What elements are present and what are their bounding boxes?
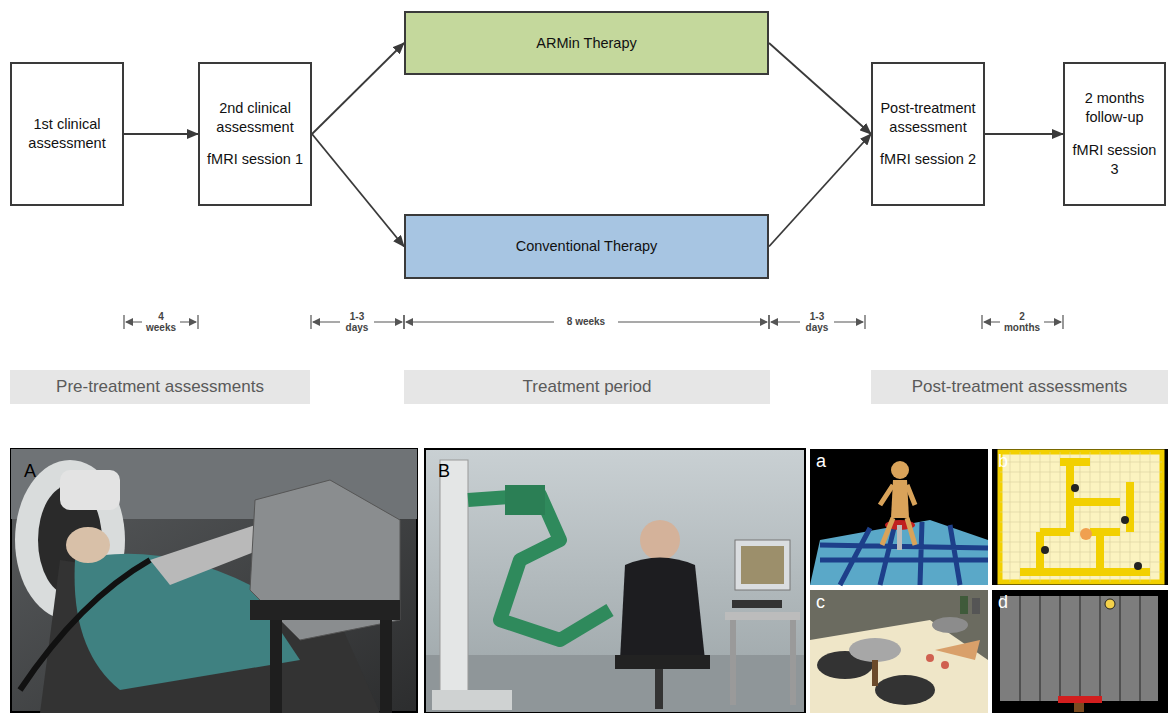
assessment-box: Post-treatment assessment fMRI session 2 — [871, 62, 985, 206]
flow-arrow — [985, 133, 1063, 135]
panel-letter: a — [816, 452, 826, 470]
flow-arrow — [312, 43, 404, 134]
therapy-box: Conventional Therapy — [404, 214, 769, 279]
panel-letter: d — [998, 593, 1008, 611]
duration-label: 2 months — [1000, 311, 1044, 334]
panel-letter: A — [24, 462, 36, 480]
node-title: Treatment period — [523, 377, 652, 397]
phase-band: Pre-treatment assessments — [10, 370, 310, 404]
node-title: 2 months follow-up — [1069, 89, 1160, 127]
panel-letter: B — [438, 462, 450, 480]
assessment-box: 1st clinical assessment — [10, 62, 124, 206]
therapy-box: ARMin Therapy — [404, 11, 769, 75]
ball-game — [992, 590, 1168, 713]
armin-photo — [425, 449, 805, 712]
node-title: Post-treatment assessment — [877, 99, 979, 137]
panel-letter: b — [998, 452, 1008, 470]
node-title: Pre-treatment assessments — [56, 377, 264, 397]
phase-band: Treatment period — [404, 370, 770, 404]
node-title: Conventional Therapy — [516, 237, 658, 256]
fmri-photo — [11, 449, 417, 713]
node-subtitle: fMRI session 3 — [1069, 141, 1160, 179]
node-subtitle: fMRI session 1 — [207, 150, 303, 169]
node-subtitle: fMRI session 2 — [880, 150, 976, 169]
duration-label: 4 weeks — [142, 311, 180, 334]
duration-label: 1-3 days — [340, 311, 374, 334]
node-title: 1st clinical assessment — [16, 115, 118, 153]
panel-letter: c — [816, 593, 825, 611]
flow-arrow — [312, 134, 404, 247]
flow-arrow — [769, 43, 871, 134]
timing-brackets — [124, 315, 1063, 329]
avatar-game — [810, 449, 988, 585]
assessment-box: 2 months follow-up fMRI session 3 — [1063, 62, 1166, 206]
duration-label: 1-3 days — [800, 311, 834, 334]
phase-band: Post-treatment assessments — [871, 370, 1168, 404]
flow-arrow — [769, 134, 871, 247]
kitchen-game — [810, 590, 988, 713]
maze-game — [992, 449, 1168, 585]
node-title: Post-treatment assessments — [912, 377, 1127, 397]
duration-label: 8 weeks — [554, 316, 618, 328]
assessment-box: 2nd clinical assessment fMRI session 1 — [198, 62, 312, 206]
flow-arrow — [124, 133, 198, 135]
node-title: 2nd clinical assessment — [204, 99, 306, 137]
node-title: ARMin Therapy — [536, 34, 636, 53]
